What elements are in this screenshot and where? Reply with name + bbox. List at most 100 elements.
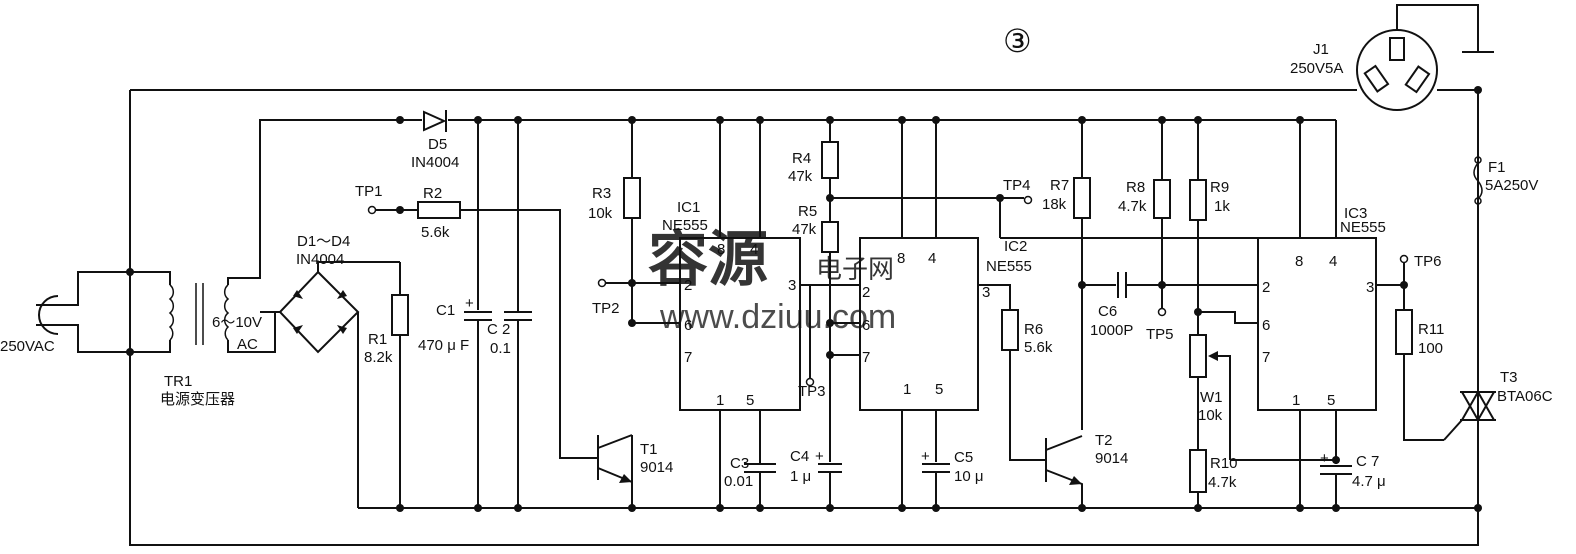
- r9-w1-r10: [1189, 120, 1336, 508]
- tp4-label: TP4: [1003, 177, 1031, 194]
- ic2-part: NE555: [986, 258, 1032, 275]
- c4-plus: +: [815, 448, 824, 465]
- diode-d5: [423, 110, 447, 132]
- ic2-pin2: 2: [862, 284, 870, 301]
- ic1-pin2: 2: [684, 277, 692, 294]
- w1-value: 10k: [1198, 407, 1223, 424]
- tp5-label: TP5: [1146, 326, 1174, 343]
- tp3-label: TP3: [798, 383, 826, 400]
- t2-part: 9014: [1095, 450, 1128, 467]
- r1-value: 8.2k: [364, 349, 393, 366]
- ic2-pin5: 5: [935, 381, 943, 398]
- ic2-ne555: [859, 120, 1046, 508]
- c6-value: 1000P: [1090, 322, 1133, 339]
- r4-value: 47k: [788, 168, 813, 185]
- tr1-desc: 电源变压器: [160, 391, 235, 408]
- r1-label: R1: [368, 331, 387, 348]
- r3-value: 10k: [588, 205, 613, 222]
- ic2-pin6: 6: [862, 317, 870, 334]
- ic1-pin5: 5: [746, 392, 754, 409]
- ic3-ne555: [1257, 120, 1444, 508]
- resistor-r1: [391, 262, 409, 508]
- tp1-label: TP1: [355, 183, 383, 200]
- r9-value: 1k: [1214, 198, 1230, 215]
- ic2-label: IC2: [1004, 238, 1027, 255]
- tp4: [996, 194, 1033, 205]
- r6-value: 5.6k: [1024, 339, 1053, 356]
- socket-j1-icon: [1356, 4, 1494, 111]
- w1-label: W1: [1200, 389, 1223, 406]
- c7-plus: +: [1320, 450, 1329, 467]
- r8-value: 4.7k: [1118, 198, 1147, 215]
- c5-value: 10 μ: [954, 468, 984, 485]
- c6-label: C6: [1098, 303, 1117, 320]
- ic1-pin1: 1: [716, 392, 724, 409]
- ic2-pin4: 4: [928, 250, 936, 267]
- c3-label: C3: [730, 455, 749, 472]
- watermark-cn: 容源: [648, 226, 768, 293]
- watermark: 容源 电子网 www.dziuu.com: [648, 226, 896, 336]
- c3-value: 0.01: [724, 473, 753, 490]
- tr1-label: TR1: [164, 373, 192, 390]
- c1-plus: +: [465, 295, 474, 312]
- ic2-pin8: 8: [897, 250, 905, 267]
- ic3-pin1: 1: [1292, 392, 1300, 409]
- ic3-pin7: 7: [1262, 349, 1270, 366]
- ic3-pin3: 3: [1366, 279, 1374, 296]
- r4-label: R4: [792, 150, 811, 167]
- c1-label: C1: [436, 302, 455, 319]
- capacitor-c2: [504, 120, 532, 508]
- r7-t2-c6: [1000, 120, 1258, 508]
- j1-value: 250V5A: [1290, 60, 1343, 77]
- r5-label: R5: [798, 203, 817, 220]
- f1-value: 5A250V: [1485, 177, 1538, 194]
- j1-label: J1: [1313, 41, 1329, 58]
- triac-t3: [1443, 389, 1496, 441]
- ic2-pin3: 3: [982, 284, 990, 301]
- d5-label: D5: [428, 136, 447, 153]
- c4-label: C4: [790, 448, 809, 465]
- r10-label: R10: [1210, 455, 1238, 472]
- c7-value: 4.7 μ: [1352, 473, 1386, 490]
- tp1-r2: [367, 201, 598, 459]
- ic1-ne555: [679, 120, 820, 508]
- ic2-pin1: 1: [903, 381, 911, 398]
- r9-label: R9: [1210, 179, 1229, 196]
- ic1-pin7: 7: [684, 349, 692, 366]
- t3-label: T3: [1500, 369, 1518, 386]
- vac-label: 250VAC: [0, 338, 55, 355]
- ic1-pin3: 3: [788, 277, 796, 294]
- ic3-pin2: 2: [1262, 279, 1270, 296]
- r7-value: 18k: [1042, 196, 1067, 213]
- ic2-pin7: 7: [862, 349, 870, 366]
- r8-tp5: [1153, 120, 1171, 317]
- figure-marker: ③: [1003, 22, 1032, 60]
- r2-value: 5.6k: [421, 224, 450, 241]
- junction-dots: [396, 86, 1482, 512]
- t2-label: T2: [1095, 432, 1113, 449]
- ic1-pin8: 8: [717, 241, 725, 258]
- r5-value: 47k: [792, 221, 817, 238]
- r8-label: R8: [1126, 179, 1145, 196]
- watermark-url: www.dziuu.com: [659, 298, 896, 336]
- ic1-pin6: 6: [684, 317, 692, 334]
- ic3-pin4: 4: [1329, 253, 1337, 270]
- c1-value: 470 μ F: [418, 337, 469, 354]
- r6-label: R6: [1024, 321, 1043, 338]
- r3-label: R3: [592, 185, 611, 202]
- bridge-part: IN4004: [296, 251, 344, 268]
- ic3-label: IC3: [1344, 205, 1367, 222]
- c5-plus: +: [921, 448, 930, 465]
- r2-label: R2: [423, 185, 442, 202]
- r11-value: 100: [1418, 340, 1443, 357]
- tp2-label: TP2: [592, 300, 620, 317]
- transformer-tr1: [168, 283, 230, 345]
- r7-label: R7: [1050, 177, 1069, 194]
- c4-value: 1 μ: [790, 468, 811, 485]
- r11-label: R11: [1418, 321, 1444, 338]
- capacitor-c1: [464, 120, 492, 508]
- watermark-sub: 电子网: [816, 254, 894, 284]
- r3-t1: [597, 120, 680, 508]
- c5-label: C5: [954, 449, 973, 466]
